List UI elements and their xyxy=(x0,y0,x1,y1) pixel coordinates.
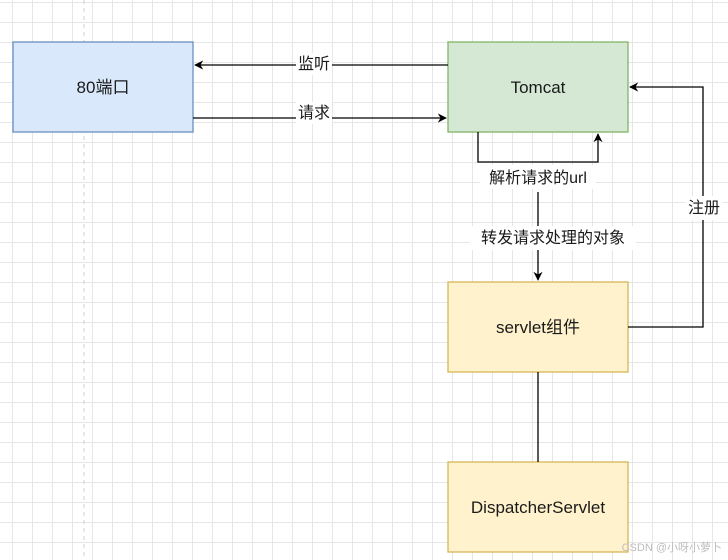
edge-forward-label: 转发请求处理的对象 xyxy=(481,229,625,247)
edge-parse-url-line xyxy=(477,132,603,163)
node-dispatcher-servlet-label: DispatcherServlet xyxy=(471,498,605,517)
node-tomcat-box xyxy=(447,41,629,133)
edge-request-label: 请求 xyxy=(298,104,330,122)
node-dispatcher-servlet[interactable]: DispatcherServlet xyxy=(447,461,629,553)
node-port-80-box xyxy=(12,41,194,133)
edge-parse-url-label: 解析请求的url xyxy=(489,169,587,187)
edge-listen-label-bg xyxy=(296,53,332,75)
node-port-80-label: 80端口 xyxy=(77,78,130,97)
edge-register-label: 注册 xyxy=(688,199,720,217)
edge-request-label-bg xyxy=(296,102,332,124)
edge-register-label-bg xyxy=(685,196,723,220)
node-tomcat-label: Tomcat xyxy=(511,78,566,97)
node-servlet-label: servlet组件 xyxy=(496,318,580,337)
node-port-80[interactable]: 80端口 xyxy=(12,41,194,133)
node-tomcat[interactable]: Tomcat xyxy=(447,41,629,133)
edge-register[interactable]: 注册 xyxy=(628,82,723,328)
edge-listen-label: 监听 xyxy=(298,55,330,73)
edge-parse-url[interactable]: 解析请求的url xyxy=(477,132,603,189)
edge-parse-url-label-bg xyxy=(480,165,596,189)
edge-forward[interactable]: 转发请求处理的对象 xyxy=(470,192,636,281)
edge-request[interactable]: 请求 xyxy=(193,102,447,124)
edge-forward-label-bg xyxy=(470,226,636,250)
node-servlet[interactable]: servlet组件 xyxy=(447,281,629,373)
edge-listen[interactable]: 监听 xyxy=(194,53,448,75)
watermark: CSDN @小呀小萝卜 xyxy=(622,541,722,554)
